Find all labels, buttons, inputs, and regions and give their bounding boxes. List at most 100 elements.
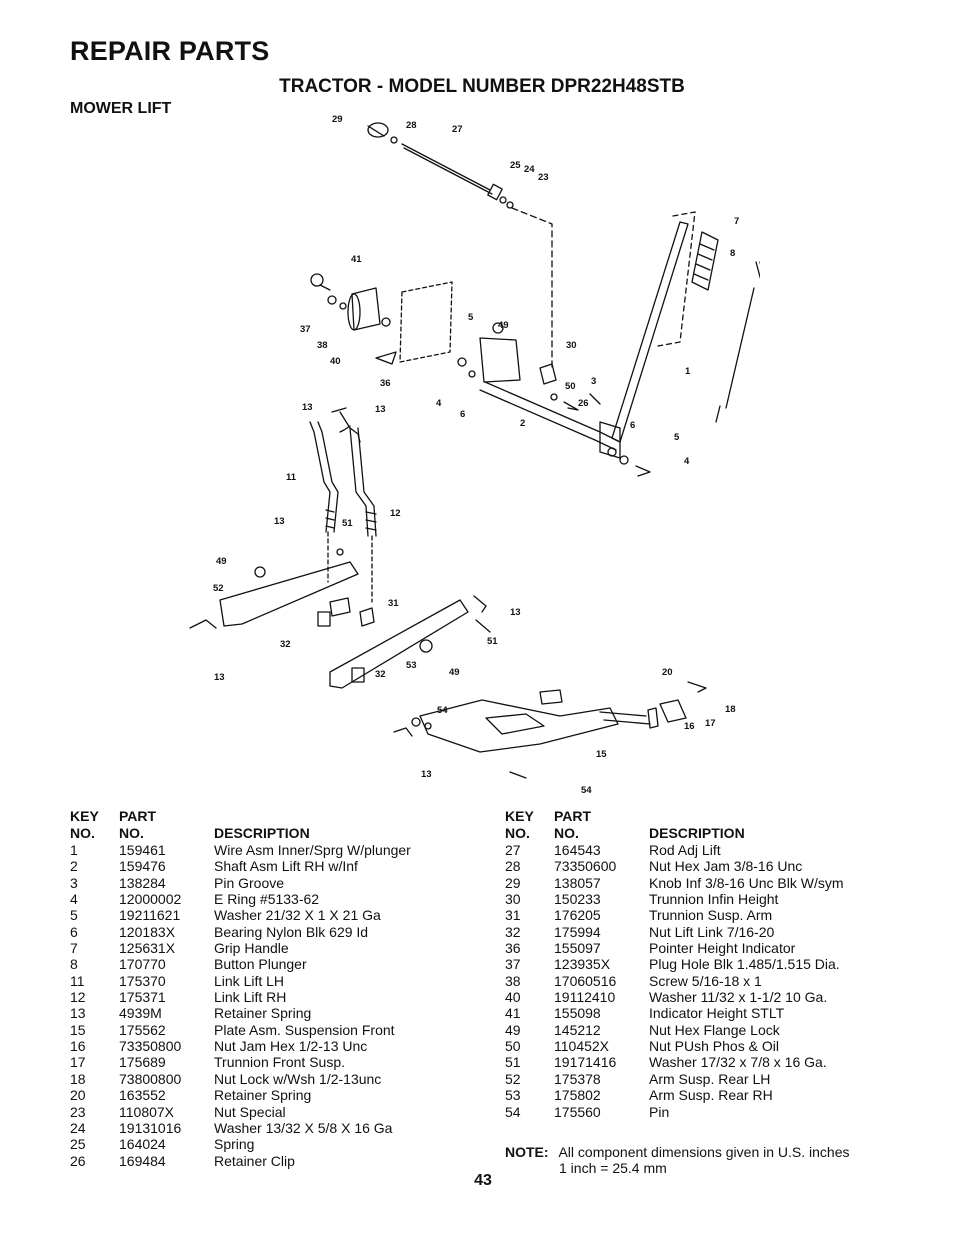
key-cell: 11 [70, 972, 85, 989]
callout-label: 6 [460, 409, 465, 420]
callout-label: 1 [685, 366, 691, 377]
part-cell: 19112410 [554, 989, 616, 1006]
part-cell: 175371 [119, 989, 166, 1006]
description-cell: Nut Lift Link 7/16-20 [649, 923, 775, 940]
part-cell: 176205 [554, 907, 601, 924]
part-cell: 159461 [119, 842, 166, 858]
key-cell: 38 [505, 972, 521, 989]
callout-label: 49 [449, 667, 460, 678]
callout-label: 20 [662, 667, 673, 678]
callout-label: 28 [406, 120, 417, 131]
description-cell: Knob Inf 3/8-16 Unc Blk W/sym [649, 874, 844, 891]
description-cell: Retainer Clip [214, 1152, 295, 1169]
table-header: KEY NO. PART NO. DESCRIPTION [70, 808, 490, 842]
description-cell: E Ring #5133-62 [214, 891, 320, 908]
key-cell: 7 [70, 940, 78, 957]
part-cell: 4939M [119, 1005, 162, 1022]
description-cell: Grip Handle [214, 940, 289, 957]
description-cell: Shaft Asm Lift RH w/Inf [214, 858, 358, 875]
callout-label: 51 [342, 518, 353, 529]
header-part-top: PART [119, 808, 157, 824]
key-cell: 26 [70, 1152, 86, 1169]
header-part-bottom: NO. [119, 825, 144, 841]
key-cell: 41 [505, 1005, 521, 1022]
header-description: DESCRIPTION [649, 825, 745, 841]
description-cell: Bearing Nylon Blk 629 Id [214, 923, 369, 940]
callout-label: 30 [566, 340, 577, 351]
callout-label: 36 [380, 378, 391, 389]
key-cell: 51 [505, 1054, 521, 1071]
description-cell: Retainer Spring [214, 1087, 312, 1104]
key-cell: 23 [70, 1103, 86, 1120]
description-cell: Link Lift LH [214, 972, 285, 989]
part-cell: 110807X [119, 1103, 175, 1120]
callout-label: 12 [390, 508, 401, 519]
description-cell: Spring [214, 1136, 255, 1153]
description-cell: Nut Lock w/Wsh 1/2-13unc [214, 1070, 382, 1087]
part-cell: 17060516 [554, 972, 617, 989]
part-cell: 19171416 [554, 1054, 617, 1071]
callout-label: 26 [578, 398, 589, 409]
key-cell: 20 [70, 1087, 86, 1104]
description-cell: Arm Susp. Rear RH [649, 1087, 773, 1104]
callout-label: 52 [213, 583, 224, 594]
part-cell: 73800800 [119, 1070, 182, 1087]
table-row: 7 125631X Grip Handle [70, 940, 490, 956]
description-cell: Washer 11/32 x 1-1/2 10 Ga. [649, 989, 828, 1006]
key-cell: 54 [505, 1103, 521, 1120]
callout-label: 17 [705, 718, 716, 729]
page-title: REPAIR PARTS [70, 36, 270, 66]
part-cell: 163552 [119, 1087, 166, 1104]
note-line-2: 1 inch = 25.4 mm [559, 1160, 667, 1176]
header-key-bottom: NO. [505, 825, 530, 841]
key-cell: 4 [70, 891, 78, 908]
key-cell: 3 [70, 874, 78, 891]
key-cell: 36 [505, 940, 521, 957]
table-row: 38 17060516 Screw 5/16-18 x 1 [505, 973, 905, 989]
description-cell: Washer 13/32 X 5/8 X 16 Ga [214, 1119, 393, 1136]
key-cell: 6 [70, 923, 78, 940]
callout-label: 49 [216, 556, 227, 567]
description-cell: Screw 5/16-18 x 1 [649, 972, 762, 989]
header-description: DESCRIPTION [214, 825, 310, 841]
callout-label: 41 [351, 254, 362, 265]
header-part-top: PART [554, 808, 592, 824]
callout-label: 8 [730, 248, 735, 259]
description-cell: Pointer Height Indicator [649, 940, 796, 957]
part-cell: 175562 [119, 1021, 166, 1038]
table-row: 20 163552 Retainer Spring [70, 1087, 490, 1103]
key-cell: 16 [70, 1038, 86, 1055]
key-cell: 8 [70, 956, 78, 973]
key-cell: 2 [70, 858, 78, 875]
description-cell: Pin [649, 1103, 670, 1120]
key-cell: 25 [70, 1136, 86, 1153]
callout-label: 16 [684, 721, 695, 732]
callout-label: 23 [538, 172, 549, 183]
part-cell: 19131016 [119, 1119, 182, 1136]
callout-label: 53 [406, 660, 417, 671]
callout-label: 13 [302, 402, 313, 413]
part-cell: 120183X [119, 923, 176, 940]
key-cell: 28 [505, 858, 521, 875]
callout-label: 29 [332, 114, 343, 125]
part-cell: 175370 [119, 972, 166, 989]
note-line-1: All component dimensions given in U.S. i… [558, 1144, 850, 1160]
callout-label: 15 [596, 749, 607, 760]
part-cell: 125631X [119, 940, 176, 957]
description-cell: Link Lift RH [214, 989, 287, 1006]
